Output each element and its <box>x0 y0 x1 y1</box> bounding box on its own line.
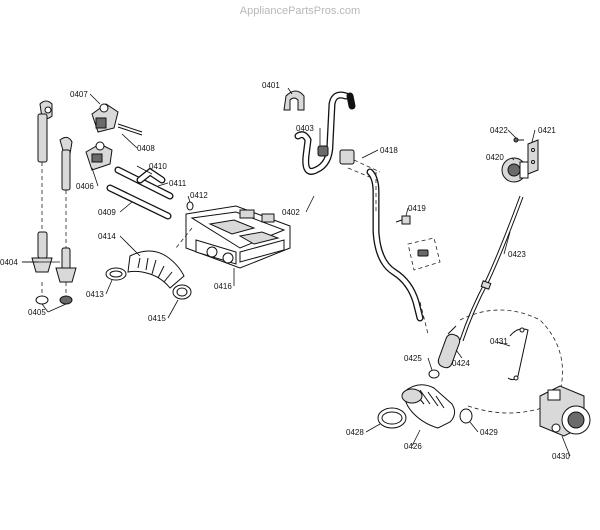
callout-0404: 0404 <box>0 258 18 267</box>
hose-clip <box>395 215 411 225</box>
callout-0402: 0402 <box>282 208 300 217</box>
callout-0428: 0428 <box>346 428 364 437</box>
callout-0410: 0410 <box>149 162 167 171</box>
hose-band <box>480 280 492 290</box>
inlet-elbow-left <box>37 100 53 163</box>
callout-0413: 0413 <box>86 290 104 299</box>
washer <box>35 295 49 305</box>
callout-labels: 0401 0402 0403 0404 0405 0406 0407 0408 … <box>0 81 570 461</box>
callout-0418: 0418 <box>380 146 398 155</box>
foam-pad <box>417 249 429 257</box>
pressure-hose <box>462 196 524 342</box>
leader-lines <box>22 87 571 457</box>
alignment-line <box>407 237 441 271</box>
callout-0408: 0408 <box>137 144 155 153</box>
callout-0431: 0431 <box>490 337 508 346</box>
callout-0423: 0423 <box>508 250 526 259</box>
bellows-hose <box>127 250 185 289</box>
hose-connector <box>55 247 77 283</box>
alignment-line <box>353 159 381 173</box>
pressure-switch <box>501 157 529 183</box>
alignment-line <box>175 227 193 249</box>
dispenser-housing <box>185 205 291 269</box>
washer <box>59 295 73 305</box>
air-trap-chamber <box>437 325 461 369</box>
drain-hose-long <box>294 91 356 175</box>
hose-pair <box>106 166 174 220</box>
callout-0407: 0407 <box>70 90 88 99</box>
hose-clamp <box>428 369 440 379</box>
drain-pump <box>539 385 591 437</box>
callout-0415: 0415 <box>148 314 166 323</box>
callout-0422: 0422 <box>490 126 508 135</box>
pressure-hose <box>459 195 521 341</box>
elbow-fitting <box>283 90 305 111</box>
alignment-line <box>419 301 429 335</box>
callout-0403: 0403 <box>296 124 314 133</box>
callout-0416: 0416 <box>214 282 232 291</box>
inlet-valve-upper <box>91 103 119 133</box>
callout-0414: 0414 <box>98 232 116 241</box>
hose-connector <box>31 231 53 273</box>
callout-0411: 0411 <box>169 179 187 188</box>
inlet-valve-lower <box>85 141 113 171</box>
callout-0421: 0421 <box>538 126 556 135</box>
callout-0419: 0419 <box>408 204 426 213</box>
callout-0429: 0429 <box>480 428 498 437</box>
callout-0405: 0405 <box>28 308 46 317</box>
connector-rod <box>117 123 143 133</box>
screw <box>513 137 524 143</box>
hose-clamp <box>459 408 473 424</box>
watermark-text: AppliancePartsPros.com <box>240 5 360 17</box>
hose-clamp-inner <box>109 270 123 278</box>
callout-0401: 0401 <box>262 81 280 90</box>
hose-clamp-inner <box>176 287 188 297</box>
callout-0425: 0425 <box>404 354 422 363</box>
drain-hose-0418 <box>366 168 424 322</box>
mounting-bracket <box>527 139 539 175</box>
sump-hose <box>401 384 456 429</box>
wire-bracket <box>507 327 529 381</box>
callout-0426: 0426 <box>404 442 422 451</box>
alignment-line <box>467 405 549 414</box>
inlet-elbow-right <box>59 136 73 191</box>
alignment-line <box>347 167 373 179</box>
connector-rod <box>117 126 143 136</box>
callout-0406: 0406 <box>76 182 94 191</box>
callout-0424: 0424 <box>452 359 470 368</box>
small-clamp <box>186 201 194 211</box>
seal-ring-inner <box>381 411 403 425</box>
hose-fitting <box>317 145 355 165</box>
y-connector <box>136 167 166 184</box>
callout-0412: 0412 <box>190 191 208 200</box>
callout-0430: 0430 <box>552 452 570 461</box>
callout-0420: 0420 <box>486 153 504 162</box>
callout-0409: 0409 <box>98 208 116 217</box>
